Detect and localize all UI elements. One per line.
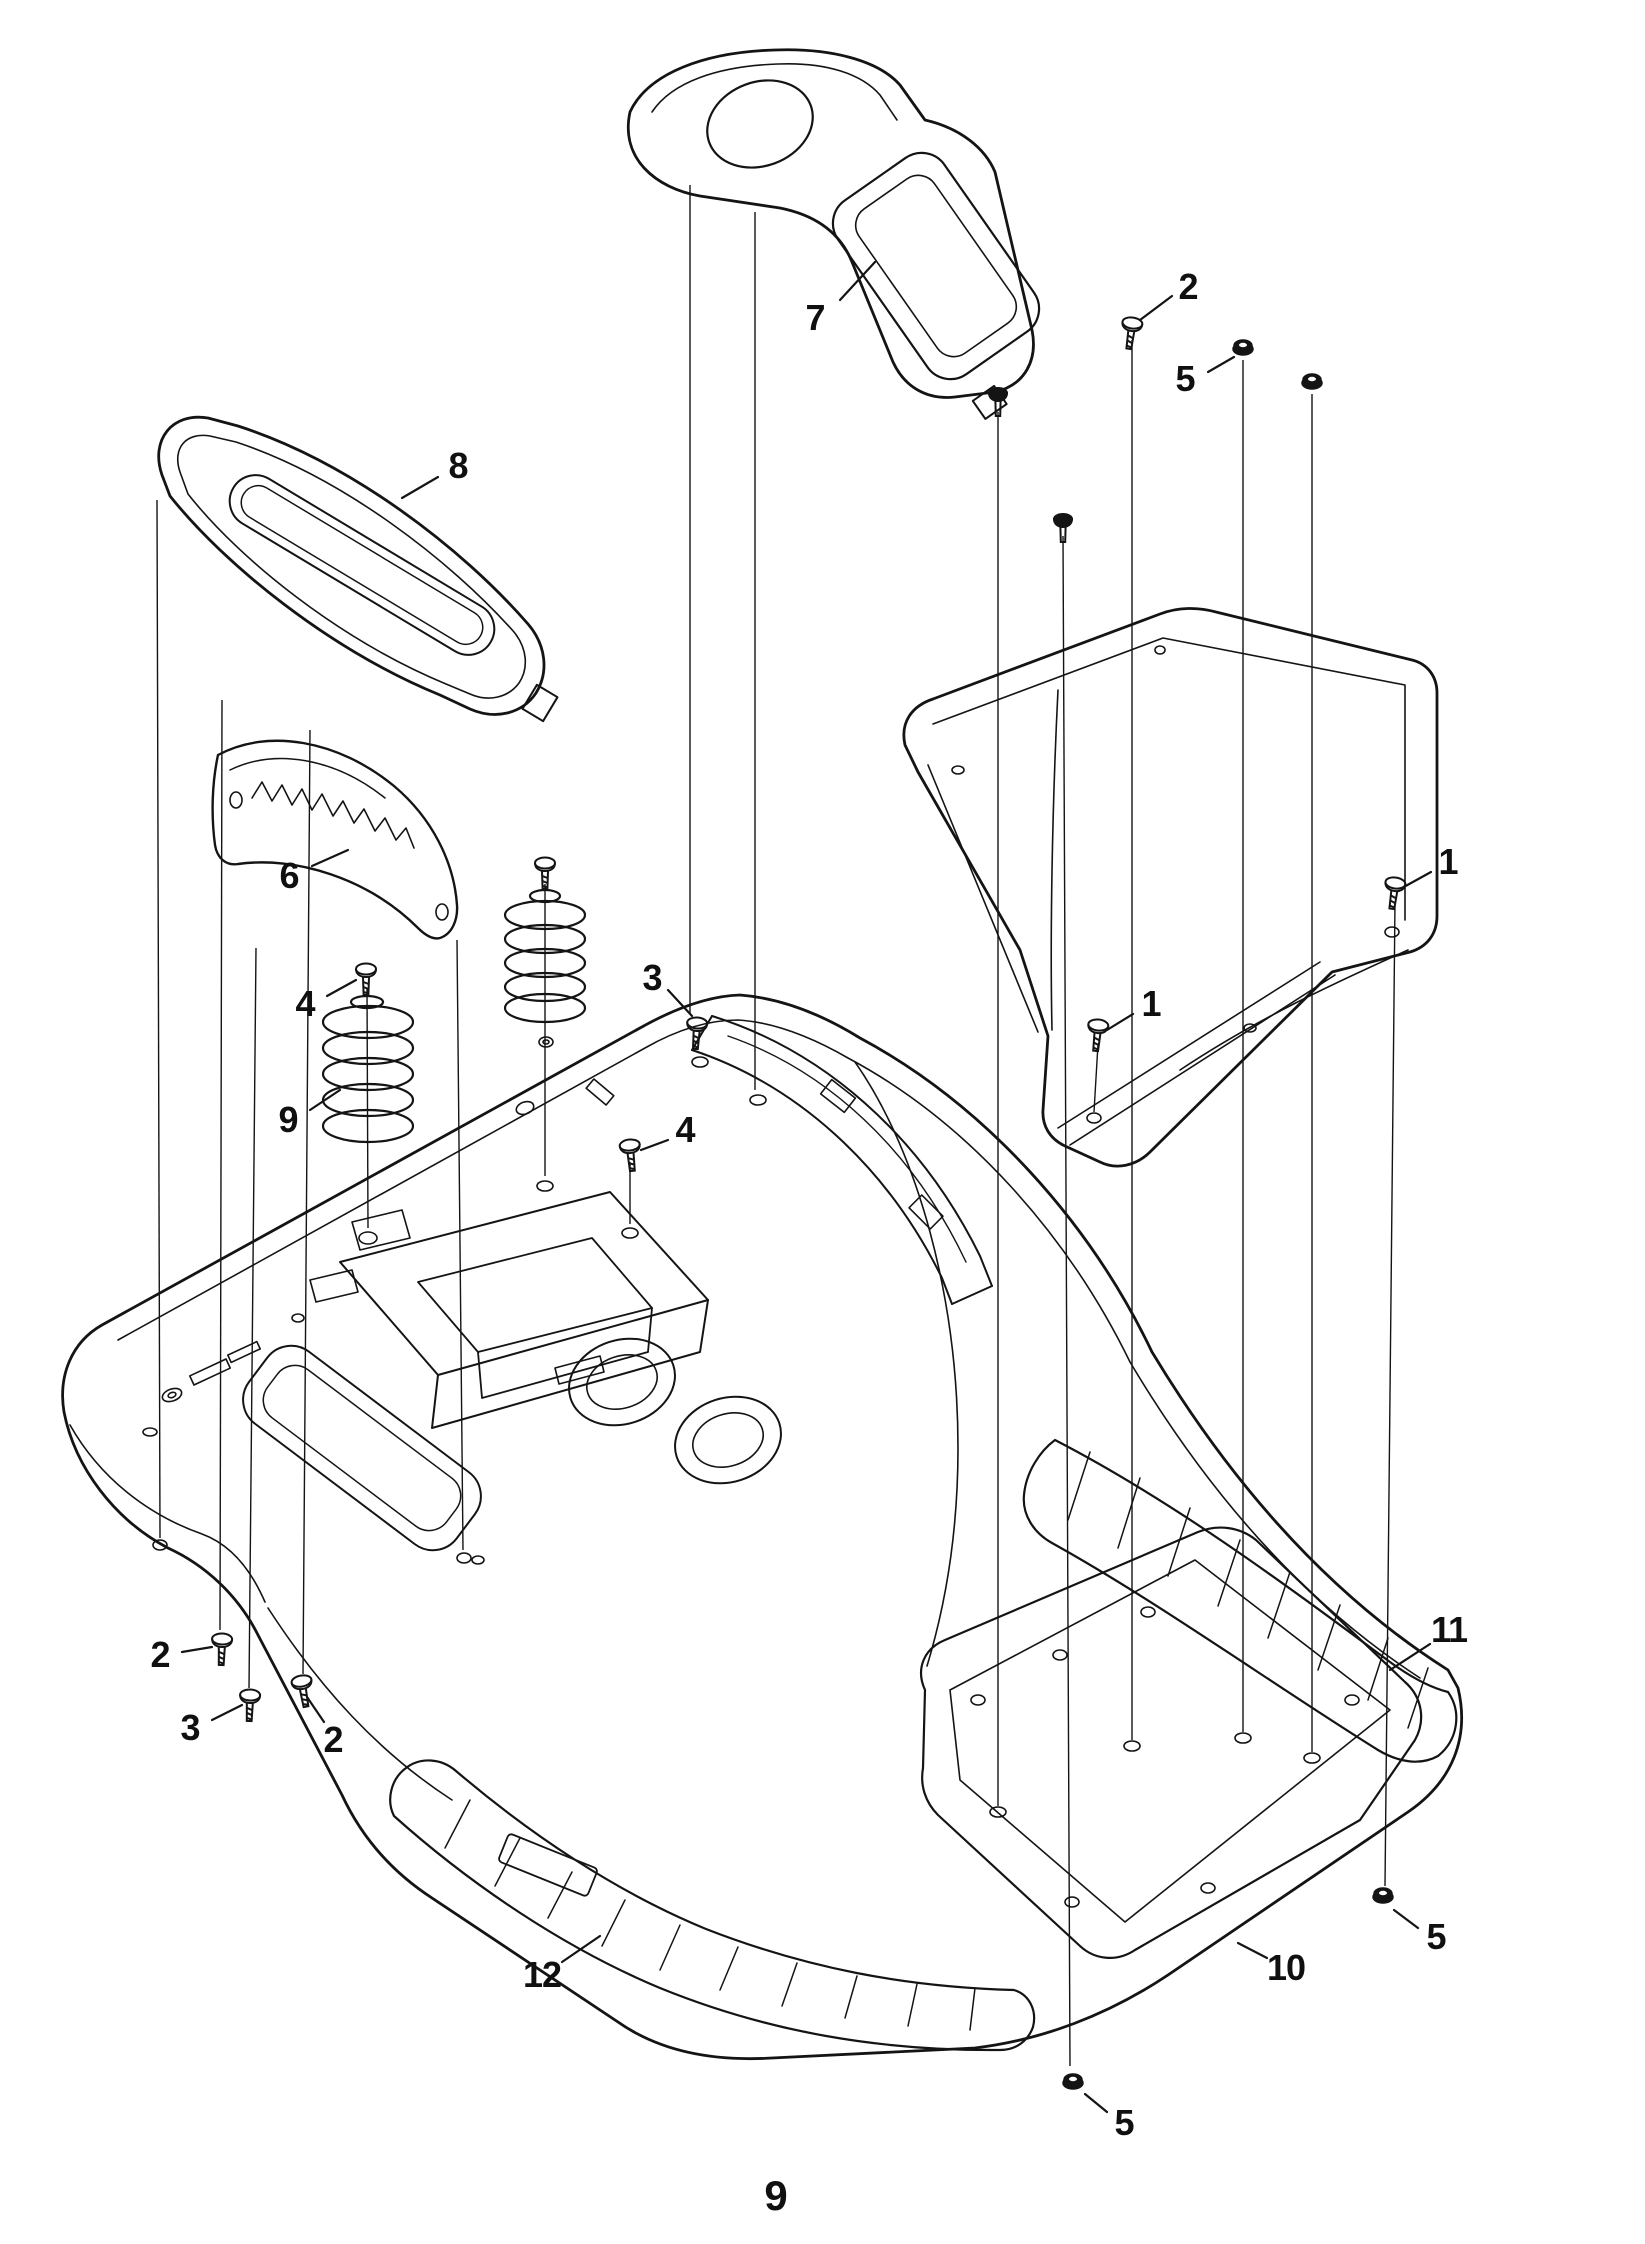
battery-tray (309, 1191, 709, 1429)
nut-5-bottom (1062, 2073, 1084, 2090)
callout-part-8: 8 (448, 445, 468, 486)
spring-left (321, 994, 415, 1144)
screw-3-upper (684, 1015, 709, 1051)
screw-1-upper (1380, 875, 1408, 912)
callout-part-11: 11 (1430, 1609, 1468, 1650)
fasteners (210, 315, 1408, 2090)
rear-deck (920, 1526, 1423, 1959)
figure-eight-cutout (568, 1337, 782, 1485)
left-detail-cluster (142, 1313, 485, 1565)
part-8-side-panel (157, 415, 559, 723)
callout-part-10: 10 (1266, 1947, 1306, 1988)
left-hatch (242, 1344, 482, 1552)
callout-part-7: 7 (805, 297, 825, 338)
part-6-toothed-bracket (211, 739, 459, 940)
body-holes (152, 1036, 767, 1564)
callout-part-3-upper: 3 (642, 957, 662, 998)
rear-support-panel (902, 607, 1439, 1168)
callout-part-9: 9 (278, 1099, 298, 1140)
part-7-console (627, 48, 1041, 420)
spring-right (503, 888, 587, 1024)
nut-top-right (1301, 373, 1323, 390)
callout-part-5-bottom: 5 (1114, 2102, 1134, 2143)
assembly-lines (156, 185, 1396, 2067)
main-fender-body (61, 993, 1463, 2061)
callout-part-2-top: 2 (1178, 266, 1198, 307)
callout-part-4-left: 4 (295, 983, 315, 1024)
nut-5-right (1372, 1887, 1394, 1904)
callout-part-2-left: 2 (150, 1634, 170, 1675)
screw-4-right (618, 1137, 644, 1173)
dash-support-strip (691, 1015, 993, 1305)
callout-part-4-right: 4 (675, 1109, 695, 1150)
right-footboard (1022, 1438, 1458, 1763)
screw-4-left (355, 962, 377, 996)
left-footboard (389, 1759, 1036, 2052)
callout-part-2-bottom: 2 (323, 1719, 343, 1760)
callout-part-5-right: 5 (1426, 1916, 1446, 1957)
callout-part-5-top: 5 (1175, 358, 1195, 399)
leader-lines (180, 260, 1433, 2114)
callout-part-1-lower: 1 (1141, 983, 1161, 1024)
page-number: 9 (764, 2172, 788, 2219)
screw-2-top (1117, 315, 1145, 352)
callout-part-12: 12 (522, 1954, 562, 1995)
nut-5-top (1232, 339, 1254, 356)
callout-part-6: 6 (279, 855, 299, 896)
callout-part-3-lower: 3 (180, 1707, 200, 1748)
callout-part-1-upper: 1 (1438, 841, 1458, 882)
screw-2-bottom-left (210, 1632, 234, 1667)
